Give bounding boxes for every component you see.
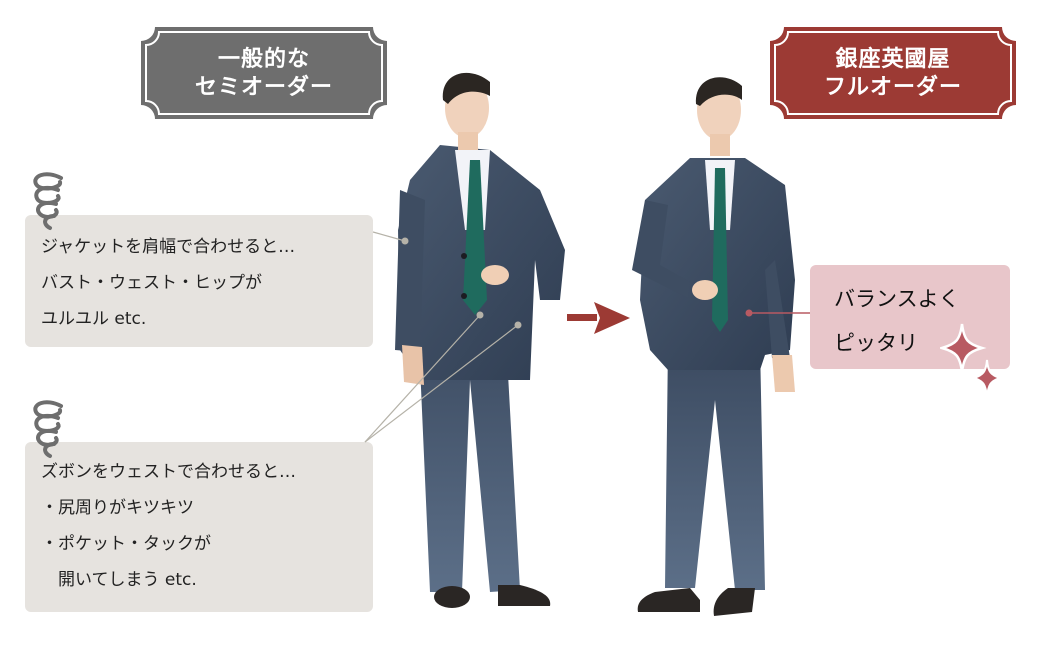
dizzy-spiral-icon [33,400,63,458]
jacket-fit-note: ジャケットを肩幅で合わせると… バスト・ウェスト・ヒップが ユルユル etc. [25,215,373,347]
connector-lines [364,231,810,443]
plaque-line-2: セミオーダー [194,74,333,100]
full-order-figure [632,77,795,616]
full-order-plaque: 銀座英國屋 フルオーダー [770,27,1016,119]
note-line: ・尻周りがキツキツ [41,498,194,518]
note-line: 開いてしまう etc. [41,570,197,590]
note-line: バスト・ウェスト・ヒップが [41,273,262,293]
plaque-line-2: フルオーダー [823,74,962,100]
plaque-frame-icon [770,27,1016,119]
trousers-fit-note: ズボンをウェストで合わせると… ・尻周りがキツキツ ・ポケット・タックが 開いて… [25,442,373,612]
semi-order-figure [395,72,565,608]
note-line: バランスよく [834,287,960,311]
sparkle-icon [940,323,1004,399]
plaque-frame-icon [141,27,387,119]
note-line: ・ポケット・タックが [41,534,211,554]
plaque-line-1: 銀座英國屋 [835,46,951,72]
right-arrow-icon [567,302,630,334]
perfect-fit-note: バランスよく ピッタリ [810,265,1010,369]
plaque-line-1: 一般的な [217,46,310,72]
dizzy-spiral-icon [33,172,63,230]
note-line: ピッタリ [834,331,918,355]
semi-order-plaque: 一般的な セミオーダー [141,27,387,119]
note-line: ユルユル etc. [41,309,147,329]
note-line: ズボンをウェストで合わせると… [41,462,296,482]
note-line: ジャケットを肩幅で合わせると… [41,237,296,257]
